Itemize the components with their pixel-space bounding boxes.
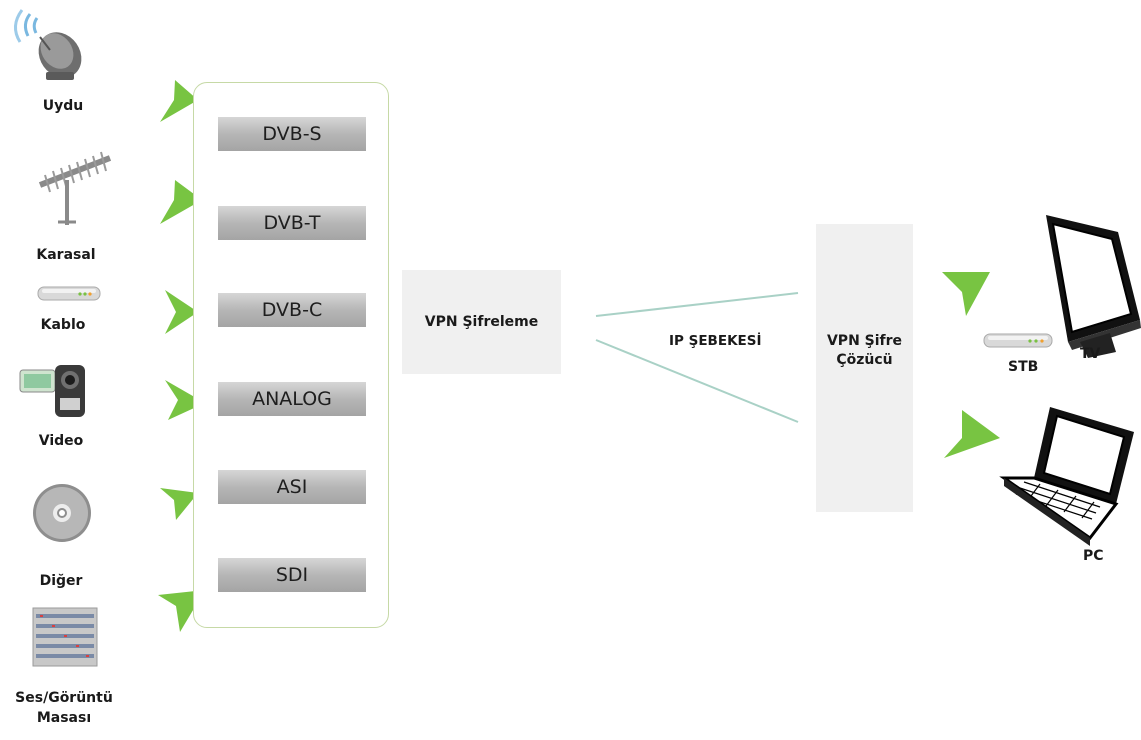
mixing-console-icon [32,607,98,667]
source-label-cable: Kablo [40,317,86,333]
tv-icon [1046,215,1141,358]
decoder-box: VPN Şifre Çözücü [816,224,913,512]
source-label-mixer-line2: Masası [36,710,92,726]
standard-bar-dvb-s: DVB-S [218,117,366,151]
standard-bar-sdi: SDI [218,558,366,592]
antenna-icon [38,151,112,225]
source-label-terrestrial: Karasal [36,247,96,263]
standard-bar-dvb-c: DVB-C [218,293,366,327]
pc-laptop-icon [999,407,1134,546]
satellite-dish-icon [14,9,82,80]
standard-bar-dvb-t: DVB-T [218,206,366,240]
arrow-icon [160,180,202,224]
arrow-icon [160,488,198,520]
link-line-lower [595,339,799,423]
stb-icon [983,333,1053,348]
output-arrows [942,272,1000,458]
standard-bar-asi: ASI [218,470,366,504]
network-label: IP ŞEBEKESİ [669,333,762,349]
tv-label: TV [1080,346,1101,362]
source-label-mixer-line1: Ses/Görüntü [15,690,113,706]
arrow-icon [944,410,1000,458]
arrow-icon [165,290,198,334]
encoder-label: VPN Şifreleme [424,314,539,330]
pc-label: PC [1083,548,1104,564]
source-label-other: Diğer [39,573,83,589]
source-label-satellite: Uydu [42,98,84,114]
decoder-label-line2: Çözücü [836,352,893,368]
disc-icon [33,484,91,542]
decoder-label-line1: VPN Şifre [826,333,903,349]
stb-label: STB [1008,359,1039,375]
video-camera-icon [19,365,85,417]
source-label-video: Video [38,433,84,449]
encoder-box: VPN Şifreleme [402,270,561,374]
cable-box-icon [37,286,101,301]
standard-bar-analog: ANALOG [218,382,366,416]
network-links [595,292,799,423]
input-standards-panel [193,82,389,628]
link-line-upper [595,292,799,317]
arrow-icon [160,80,198,122]
arrow-icon [942,272,990,316]
arrow-icon [165,380,205,420]
